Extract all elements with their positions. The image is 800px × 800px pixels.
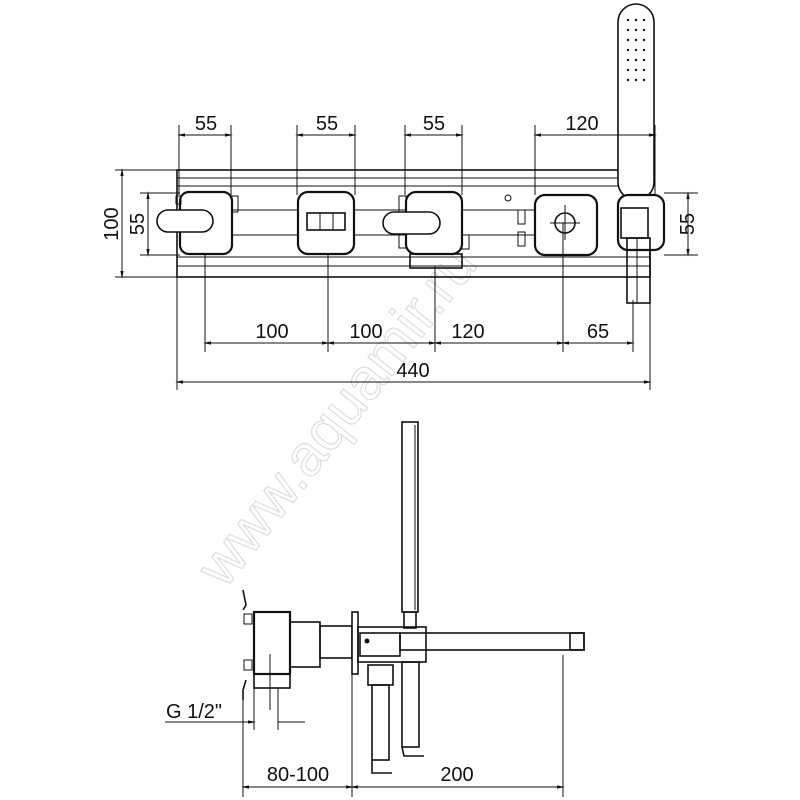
- wall-box-side: [242, 589, 359, 710]
- top-view: 55 55 55 120 100 55 55 100 100 120 65 44…: [101, 3, 699, 390]
- dim-spacing-4: 65: [587, 321, 609, 343]
- hand-shower: [616, 3, 666, 304]
- dim-width-diverter: 120: [565, 113, 598, 135]
- dim-height-box-right: 55: [677, 213, 699, 235]
- dim-wall-depth: 80-100: [267, 764, 329, 786]
- dim-total-width: 440: [396, 360, 429, 382]
- dim-spacing-3: 120: [451, 321, 484, 343]
- dim-width-box-1: 55: [195, 113, 217, 135]
- dim-width-box-2: 55: [316, 113, 338, 135]
- dim-height-rail: 100: [101, 207, 123, 240]
- dim-spacing-1: 100: [255, 321, 288, 343]
- mounting-rail: [176, 169, 651, 278]
- spout-side: [357, 626, 585, 774]
- dimension-lines-side: [165, 655, 565, 797]
- thread-size-label: G 1/2": [166, 701, 222, 723]
- watermark: www.aquamir.ru: [183, 233, 489, 599]
- hand-shower-side: [401, 421, 419, 629]
- diverter-box: [517, 193, 599, 257]
- valve-box-2: [296, 190, 356, 256]
- dim-spout-reach: 200: [440, 764, 473, 786]
- dimension-lines-top: [115, 125, 698, 390]
- dim-spacing-2: 100: [349, 321, 382, 343]
- side-view: G 1/2" 80-100 200: [165, 421, 585, 797]
- valve-box-3: [382, 190, 470, 269]
- dim-width-box-3: 55: [423, 113, 445, 135]
- dim-height-box-left: 55: [127, 213, 149, 235]
- valve-box-1: [156, 190, 239, 256]
